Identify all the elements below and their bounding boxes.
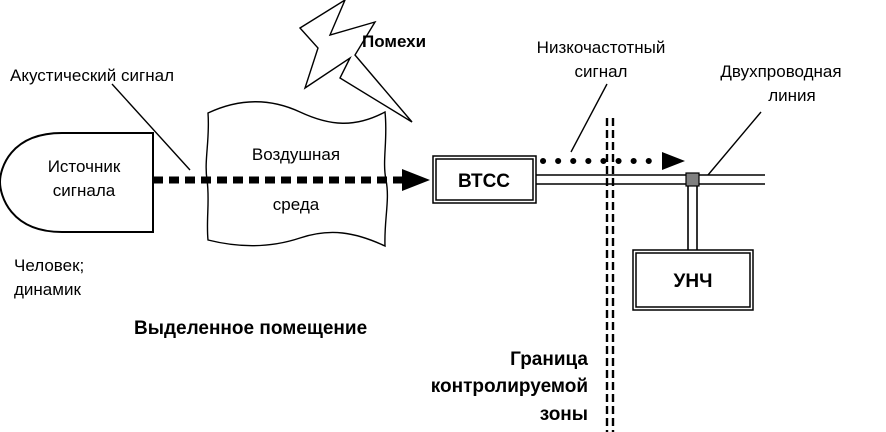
air-medium-shape xyxy=(205,100,389,248)
interference-label: Помехи xyxy=(362,32,426,51)
air-medium-label-line1: Воздушная xyxy=(252,145,340,164)
acoustic-label-leader xyxy=(111,83,191,171)
unch-box xyxy=(632,249,754,311)
low-freq-label-line1: Низкочастотный xyxy=(537,38,666,57)
vtss-label: ВТСС xyxy=(458,171,510,192)
source-label-line1: Источник xyxy=(48,157,121,176)
acoustic-signal-label: Акустический сигнал xyxy=(10,66,174,85)
signal-source-shape xyxy=(0,132,154,233)
low-freq-label-leader xyxy=(570,83,608,153)
junction-node xyxy=(685,172,700,187)
border-label-line3: зоны xyxy=(540,404,588,425)
border-label-line1: Граница xyxy=(510,349,588,370)
lightning-bolt-icon xyxy=(298,0,413,123)
two-wire-label-line2: линия xyxy=(768,86,816,105)
source-label-line2: сигнала xyxy=(53,181,116,200)
dedicated-room-label: Выделенное помещение xyxy=(134,318,367,339)
low-freq-arrowhead xyxy=(662,152,685,170)
two-wire-label-line1: Двухпроводная xyxy=(720,62,841,81)
unch-label: УНЧ xyxy=(674,271,713,292)
vtss-box xyxy=(432,155,537,204)
two-wire-label-leader xyxy=(707,111,762,176)
border-label-line2: контролируемой xyxy=(431,376,588,397)
low-freq-label-line2: сигнал xyxy=(575,62,628,81)
vtss-box-inner xyxy=(435,158,534,201)
human-label-line1: Человек; xyxy=(14,256,84,275)
acoustic-arrowhead xyxy=(402,169,430,191)
unch-box-inner xyxy=(635,252,751,308)
human-label-line2: динамик xyxy=(14,280,81,299)
air-medium-label-line2: среда xyxy=(273,195,320,214)
